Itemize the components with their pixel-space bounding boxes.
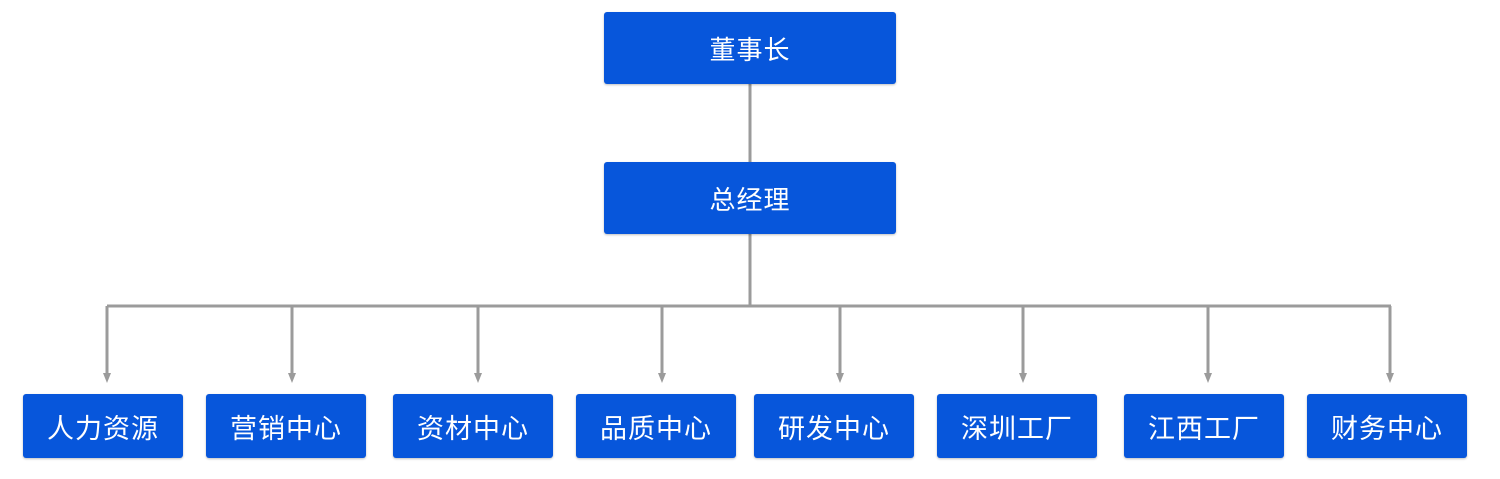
chairman-node: 董事长 — [604, 12, 896, 84]
dept-label-materials: 资材中心 — [417, 413, 529, 445]
general-manager-label: 总经理 — [709, 185, 791, 216]
dept-node-shenzhen-factory: 深圳工厂 — [937, 394, 1097, 458]
dept-node-marketing: 营销中心 — [206, 394, 366, 458]
dept-node-jiangxi-factory: 江西工厂 — [1124, 394, 1284, 458]
dept-label-marketing: 营销中心 — [230, 413, 342, 445]
dept-node-materials: 资材中心 — [393, 394, 553, 458]
dept-label-finance: 财务中心 — [1331, 413, 1443, 445]
chairman-label: 董事长 — [709, 35, 791, 66]
dept-node-quality: 品质中心 — [576, 394, 736, 458]
dept-label-rnd: 研发中心 — [778, 413, 890, 445]
dept-node-rnd: 研发中心 — [754, 394, 914, 458]
general-manager-node: 总经理 — [604, 162, 896, 234]
dept-node-hr: 人力资源 — [23, 394, 183, 458]
dept-label-quality: 品质中心 — [600, 413, 712, 445]
dept-label-jiangxi-factory: 江西工厂 — [1148, 413, 1260, 445]
dept-label-shenzhen-factory: 深圳工厂 — [961, 413, 1073, 445]
dept-node-finance: 财务中心 — [1307, 394, 1467, 458]
dept-label-hr: 人力资源 — [47, 413, 159, 445]
